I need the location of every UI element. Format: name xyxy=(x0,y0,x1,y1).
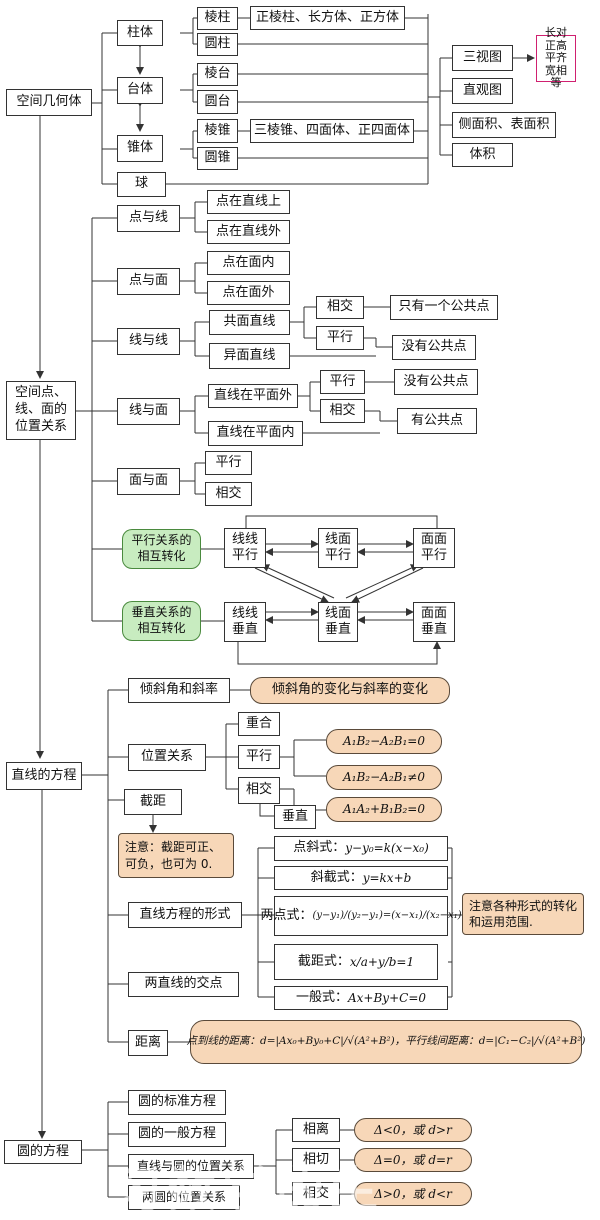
note-distance-formulas: 点到线的距离：d=|Ax₀+By₀+C|/√(A²+B²)，平行线间距离：d=|… xyxy=(186,1020,586,1064)
node-cone: 圆锥 xyxy=(197,147,238,170)
node-point-off-line: 点在直线外 xyxy=(207,220,290,244)
node-frustum-cone: 圆台 xyxy=(197,90,238,114)
note-slope-change: 倾斜角的变化与斜率的变化 xyxy=(250,677,450,704)
node-position-relation: 位置关系 xyxy=(128,744,206,771)
node-circle-standard: 圆的标准方程 xyxy=(128,1090,226,1115)
node-surface-area: 侧面积、表面积 xyxy=(452,112,556,138)
node-lp-intersect: 相交 xyxy=(320,399,365,423)
cond-separate: Δ<0，或 d>r xyxy=(354,1118,472,1142)
form-point-slope: 点斜式：y−y₀=k(x−x₀) xyxy=(274,836,448,861)
cond-tangent: Δ=0，或 d=r xyxy=(354,1148,472,1172)
node-cylinder: 圆柱 xyxy=(197,33,238,56)
node-eq-perpendicular: 垂直 xyxy=(274,805,316,829)
node-pp-parallel: 平行 xyxy=(205,451,252,475)
node-eq-parallel: 平行 xyxy=(238,745,280,769)
node-line-plane-parallel: 线面平行 xyxy=(318,528,358,568)
node-three-views-rule: 长对正高平齐宽相等 xyxy=(536,26,576,89)
node-point-line: 点与线 xyxy=(117,205,180,232)
node-plane-plane-parallel: 面面平行 xyxy=(413,528,455,568)
node-ll-intersect: 相交 xyxy=(316,296,364,319)
node-intersection-point: 两直线的交点 xyxy=(128,972,239,997)
node-point-off-plane: 点在面外 xyxy=(207,281,290,305)
slope-intercept-label: 斜截式： xyxy=(310,869,363,885)
node-ll-parallel: 平行 xyxy=(316,326,364,350)
node-plane-plane-perp: 面面垂直 xyxy=(413,602,455,642)
general-form-label: 一般式： xyxy=(295,989,348,1005)
node-line-circle: 直线与圆的位置关系 xyxy=(128,1154,254,1179)
node-slope: 倾斜角和斜率 xyxy=(128,678,230,703)
node-plane-plane: 面与面 xyxy=(117,468,180,495)
node-circle-equation: 圆的方程 xyxy=(4,1140,82,1164)
node-prism: 棱柱 xyxy=(197,7,238,30)
node-line-plane-perp: 线面垂直 xyxy=(318,602,358,642)
two-point-eq: (y−y₁)/(y₂−y₁)=(x−x₁)/(x₂−x₁) xyxy=(312,909,462,921)
node-parallel-transform: 平行关系的相互转化 xyxy=(122,529,201,569)
two-point-label: 两点式： xyxy=(260,907,313,923)
node-frustum-prism: 棱台 xyxy=(197,63,238,86)
node-one-common-point: 只有一个公共点 xyxy=(390,295,498,320)
node-intersect-circle: 相交 xyxy=(292,1182,340,1206)
node-three-views: 三视图 xyxy=(452,45,513,71)
point-slope-eq: y−y₀=k(x−x₀) xyxy=(345,841,429,855)
point-slope-label: 点斜式： xyxy=(293,840,346,856)
node-point-in-plane: 点在面内 xyxy=(207,251,290,275)
node-tangent: 相切 xyxy=(292,1148,340,1172)
node-volume: 体积 xyxy=(452,143,513,167)
cond-perpendicular: A₁A₂+B₁B₂=0 xyxy=(326,797,442,822)
form-two-point: 两点式：(y−y₁)/(y₂−y₁)=(x−x₁)/(x₂−x₁) xyxy=(260,896,462,936)
form-slope-intercept: 斜截式：y=kx+b xyxy=(274,866,448,890)
node-coplanar-lines: 共面直线 xyxy=(209,310,290,335)
node-pp-intersect: 相交 xyxy=(205,482,252,506)
node-line-equation: 直线的方程 xyxy=(6,762,82,790)
node-line-line-parallel: 线线平行 xyxy=(224,528,266,568)
node-pyramid: 棱锥 xyxy=(197,119,238,143)
node-has-common-point: 有公共点 xyxy=(397,408,477,434)
node-space-solids: 空间几何体 xyxy=(6,89,92,116)
node-distance: 距离 xyxy=(128,1030,168,1056)
node-equation-forms: 直线方程的形式 xyxy=(128,902,242,928)
slope-intercept-eq: y=kx+b xyxy=(362,870,412,885)
intercept-form-eq: x/a+y/b=1 xyxy=(349,954,415,969)
intercept-form-label: 截距式： xyxy=(297,953,350,969)
node-pyramid-types: 三棱锥、四面体、正四面体 xyxy=(250,119,414,143)
node-circle-circle: 两圆的位置关系 xyxy=(128,1185,240,1210)
node-point-line-plane: 空间点、线、面的位置关系 xyxy=(6,381,76,440)
node-pyramid-body: 锥体 xyxy=(117,135,163,162)
node-intercept: 截距 xyxy=(124,789,182,815)
node-line-line-perp: 线线垂直 xyxy=(224,602,266,642)
node-line-inside-plane: 直线在平面内 xyxy=(208,421,303,446)
node-eq-intersect: 相交 xyxy=(238,777,280,804)
cond-intersect: A₁B₂−A₂B₁≠0 xyxy=(326,765,442,790)
note-intercept: 注意：截距可正、可负，也可为 0. xyxy=(118,833,234,878)
node-separate: 相离 xyxy=(292,1118,340,1142)
node-frustum-body: 台体 xyxy=(117,77,163,104)
node-prism-body: 柱体 xyxy=(117,20,163,46)
note-forms-scope: 注意各种形式的转化和运用范围. xyxy=(462,893,584,935)
cond-intersect: Δ>0，或 d<r xyxy=(354,1182,472,1206)
node-prism-types: 正棱柱、长方体、正方体 xyxy=(250,6,405,30)
node-line-line: 线与线 xyxy=(117,328,180,355)
form-general: 一般式：Ax+By+C=0 xyxy=(274,986,448,1010)
node-perpendicular-transform: 垂直关系的相互转化 xyxy=(122,601,201,641)
node-line-plane: 线与面 xyxy=(117,398,180,425)
node-intuitive-view: 直观图 xyxy=(452,78,513,104)
cond-parallel: A₁B₂−A₂B₁=0 xyxy=(326,729,442,754)
node-no-common-point-1: 没有公共点 xyxy=(392,335,476,360)
node-sphere: 球 xyxy=(117,172,166,197)
node-circle-general: 圆的一般方程 xyxy=(128,1122,226,1147)
node-point-on-line: 点在直线上 xyxy=(207,190,290,214)
form-intercept: 截距式：x/a+y/b=1 xyxy=(274,944,438,980)
node-point-plane: 点与面 xyxy=(117,268,180,295)
node-lp-parallel: 平行 xyxy=(320,370,365,394)
general-form-eq: Ax+By+C=0 xyxy=(348,990,427,1005)
node-line-outside-plane: 直线在平面外 xyxy=(208,384,298,408)
node-skew-lines: 异面直线 xyxy=(209,343,290,369)
node-coincide: 重合 xyxy=(238,712,280,736)
node-no-common-point-2: 没有公共点 xyxy=(394,369,478,395)
